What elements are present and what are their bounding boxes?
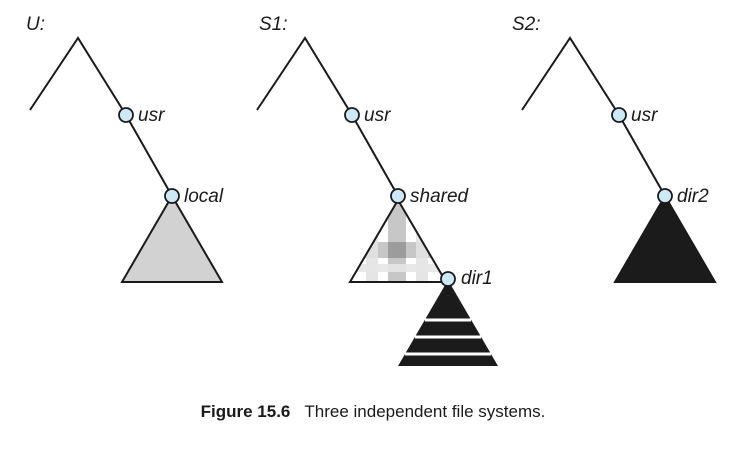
s2-tree-branches	[521, 36, 666, 197]
s1-dir1-node	[440, 271, 456, 287]
s2-usr-node	[611, 107, 627, 123]
u-usr-node	[118, 107, 134, 123]
s1-tree-branches	[256, 36, 399, 197]
s1-shared-subtree	[348, 198, 448, 283]
u-local-node	[164, 188, 180, 204]
filesystem-s1-title: S1:	[259, 14, 288, 35]
s1-usr-label: usr	[364, 105, 391, 126]
s1-dir1-label: dir1	[461, 268, 493, 289]
filesystem-u: U: usr local	[26, 14, 224, 283]
filesystem-s1: S1: usr shared d	[256, 14, 498, 366]
figure-caption-text: Three independent file systems.	[304, 402, 546, 421]
filesystem-s2-title: S2:	[512, 14, 541, 35]
s2-dir2-label: dir2	[677, 186, 709, 207]
u-local-subtree	[120, 194, 224, 283]
s2-dir2-subtree	[613, 194, 717, 283]
s1-usr-node	[344, 107, 360, 123]
s1-shared-node	[390, 188, 406, 204]
filesystem-s2: S2: usr dir2	[512, 14, 717, 283]
s2-dir2-node	[657, 188, 673, 204]
s1-shared-label: shared	[410, 186, 470, 207]
file-systems-diagram: U: usr local S1:	[26, 14, 717, 366]
s1-dir1-subtree	[398, 280, 498, 366]
s2-usr-label: usr	[631, 105, 658, 126]
u-tree-branches	[29, 36, 173, 197]
u-local-label: local	[184, 186, 224, 207]
u-usr-label: usr	[138, 105, 165, 126]
filesystem-u-title: U:	[26, 14, 45, 35]
figure-number: Figure 15.6	[200, 402, 291, 421]
figure-caption: Figure 15.6 Three independent file system…	[0, 402, 746, 422]
